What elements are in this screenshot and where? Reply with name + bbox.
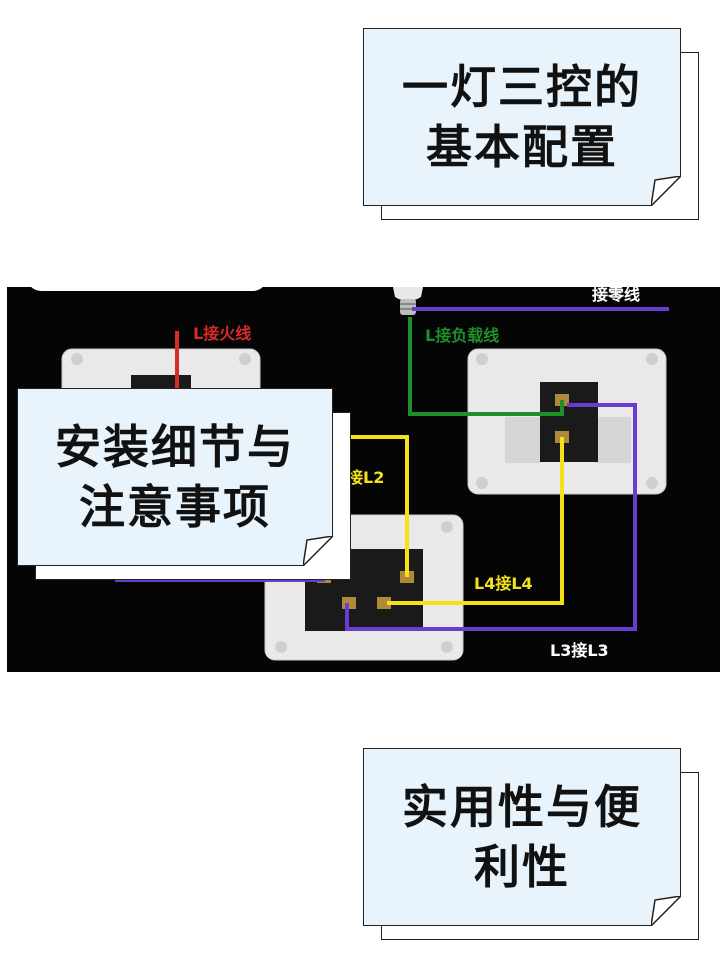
wire-l4	[387, 437, 564, 605]
card-title-line-1: 安装细节与	[55, 420, 295, 474]
card-title-line-2: 利性	[474, 840, 570, 894]
label-l3: L3接L3	[550, 641, 609, 660]
wire-load	[408, 317, 564, 416]
page-curl-icon	[651, 896, 681, 926]
label-load: L接负载线	[425, 326, 499, 345]
card-face: 一灯三控的 基本配置	[363, 28, 681, 206]
title-card-install-details: 安装细节与 注意事项	[17, 388, 351, 580]
title-card-practicality: 实用性与便 利性	[363, 748, 699, 940]
card-face: 实用性与便 利性	[363, 748, 681, 926]
label-neutral: 接零线	[592, 287, 640, 304]
page-curl-icon	[651, 176, 681, 206]
label-l4: L4接L4	[474, 574, 533, 593]
card-title-line-1: 一灯三控的	[402, 60, 642, 114]
title-card-basic-config: 一灯三控的 基本配置	[363, 28, 699, 220]
page-curl-icon	[303, 536, 333, 566]
card-face: 安装细节与 注意事项	[17, 388, 333, 566]
label-live: L接火线	[193, 324, 251, 343]
wire-l3	[345, 403, 637, 631]
switch-panel-right	[467, 348, 667, 495]
card-title-line-2: 注意事项	[79, 480, 271, 534]
card-title-line-2: 基本配置	[426, 120, 618, 174]
wire-l2	[345, 435, 409, 577]
top-bar-shape	[31, 287, 263, 291]
card-title-line-1: 实用性与便	[402, 780, 642, 834]
label-l2: 接L2	[347, 468, 384, 487]
